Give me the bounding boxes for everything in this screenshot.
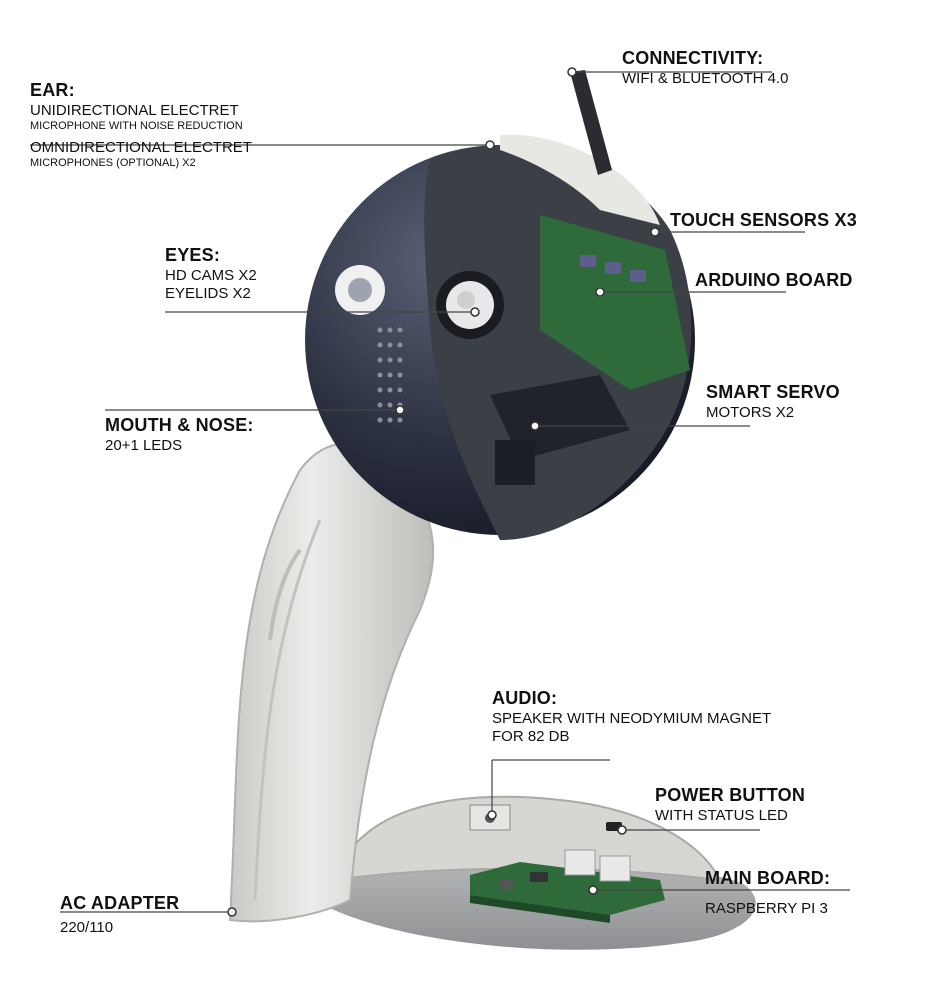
label-ac-adapter: AC ADAPTER 220/110 bbox=[60, 893, 179, 937]
label-power-button: POWER BUTTON WITH STATUS LED bbox=[655, 785, 805, 825]
label-audio: AUDIO: SPEAKER WITH NEODYMIUM MAGNET FOR… bbox=[492, 688, 771, 746]
mouth-line-1: 20+1 LEDS bbox=[105, 436, 183, 454]
label-touch-sensors: TOUCH SENSORS X3 bbox=[670, 210, 857, 232]
mouth-title: MOUTH & NOSE: bbox=[105, 415, 254, 435]
mainboard-title: MAIN BOARD: bbox=[705, 868, 831, 888]
connectivity-title: CONNECTIVITY: bbox=[622, 48, 764, 68]
ear-line-3: OMNIDIRECTIONAL ELECTRET bbox=[30, 138, 252, 156]
ac-line-1: 220/110 bbox=[60, 918, 114, 936]
label-servo: SMART SERVO MOTORS X2 bbox=[706, 382, 840, 422]
leader-lines bbox=[30, 71, 850, 913]
touch-title: TOUCH SENSORS X3 bbox=[670, 210, 857, 230]
ear-line-1: UNIDIRECTIONAL ELECTRET bbox=[30, 101, 239, 119]
audio-line-2: FOR 82 DB bbox=[492, 727, 570, 745]
leader-dots bbox=[227, 67, 660, 917]
audio-title: AUDIO: bbox=[492, 688, 558, 708]
servo-title: SMART SERVO bbox=[706, 382, 840, 402]
label-ear: EAR: UNIDIRECTIONAL ELECTRET MICROPHONE … bbox=[30, 80, 252, 170]
robot-head bbox=[305, 134, 695, 540]
mainboard-line-1: RASPBERRY PI 3 bbox=[705, 899, 828, 917]
eyes-title: EYES: bbox=[165, 245, 221, 265]
servo-line-1: MOTORS X2 bbox=[706, 403, 795, 421]
label-connectivity: CONNECTIVITY: WIFI & BLUETOOTH 4.0 bbox=[622, 48, 788, 88]
ac-title: AC ADAPTER bbox=[60, 893, 180, 913]
ear-line-2: MICROPHONE WITH NOISE REDUCTION bbox=[30, 119, 243, 132]
label-mouth-nose: MOUTH & NOSE: 20+1 LEDS bbox=[105, 415, 254, 455]
eyes-line-1: HD CAMS X2 bbox=[165, 266, 257, 284]
power-line-1: WITH STATUS LED bbox=[655, 806, 788, 824]
eyes-line-2: EYELIDS X2 bbox=[165, 284, 251, 302]
connectivity-line-1: WIFI & BLUETOOTH 4.0 bbox=[622, 69, 789, 87]
label-main-board: MAIN BOARD: RASPBERRY PI 3 bbox=[705, 868, 830, 918]
power-title: POWER BUTTON bbox=[655, 785, 806, 805]
arduino-title: ARDUINO BOARD bbox=[695, 270, 853, 290]
ear-title: EAR: bbox=[30, 80, 75, 100]
audio-line-1: SPEAKER WITH NEODYMIUM MAGNET bbox=[492, 709, 772, 727]
label-eyes: EYES: HD CAMS X2 EYELIDS X2 bbox=[165, 245, 257, 303]
label-arduino: ARDUINO BOARD bbox=[695, 270, 853, 292]
antenna bbox=[570, 70, 612, 175]
ear-line-4: MICROPHONES (OPTIONAL) X2 bbox=[30, 156, 196, 169]
main-board-pcb bbox=[470, 849, 665, 923]
